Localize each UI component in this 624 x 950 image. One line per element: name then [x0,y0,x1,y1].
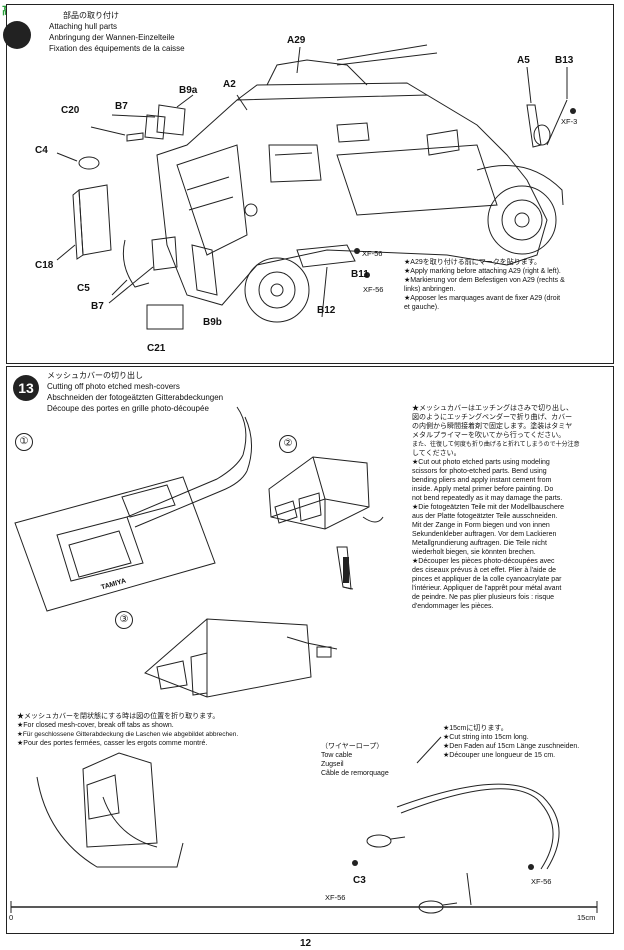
note-line: wiederholt biegen, sie könnten brechen. [412,549,536,556]
note-line: Metallgrundierung auftragen. Die Teile n… [412,540,547,547]
step13-title-en: Cutting off photo etched mesh-covers [47,382,180,391]
note-line: ★Die fotogeätzten Teile mit der Modellba… [412,504,565,511]
note-line: et gauche). [404,304,440,311]
part-label-b7-bottom: B7 [91,301,104,312]
note-line: not bend repeatedly as it may damage the… [412,495,563,502]
note-line: ★15cmに切ります。 [443,725,508,732]
part-label-c4: C4 [35,145,48,156]
armored-car-drawing [56,44,576,330]
note-line: ★Pour des portes fermées, casser les erg… [17,740,208,747]
note-line: ★Für geschlossene Gitterabdeckung die La… [17,731,239,738]
ruler-zero-label: 0 [9,913,14,922]
note-line: の内側から瞬間接着剤で固定します。塗装はタミヤ [412,423,573,430]
note-line: de peindre. Ne pas plier plusieurs fois … [412,594,555,601]
part-label-a29: A29 [287,35,306,46]
note-line: ★メッシュカバーを閉状態にする時は図の位置を折り取ります。 [17,713,220,720]
step13-title-jp: メッシュカバーの切り出し [47,371,143,380]
substep-1-marker: ① [15,433,33,451]
part-label-c18: C18 [35,260,54,271]
note-line: Tow cable [321,752,353,759]
note-line: pinces et appliquer de la colle cyanoacr… [412,576,562,583]
paint-xf56-b: XF-56 [363,285,384,294]
note-line: してください。 [412,450,461,457]
step12-panel: 部品の取り付け Attaching hull parts Anbringung … [3,4,614,364]
part-label-c5: C5 [77,283,90,294]
note-line: また、往復して何度も折り曲げると折れてしまうので十分注意 [412,442,580,448]
note-line: Mit der Zange in Form biegen und von inn… [412,522,550,529]
note-line: Câble de remorquage [321,770,389,777]
note-line: bending pliers and apply instant cement … [412,477,552,484]
step12-number-badge [3,21,31,49]
paint-xf3: XF-3 [561,117,578,126]
paint-xf56-d: XF-56 [531,877,552,886]
part-label-c20: C20 [61,105,80,116]
paint-xf56-a: XF-56 [362,249,383,258]
step12-title-en: Attaching hull parts [49,22,118,31]
note-line: ★Markierung vor dem Befestigen von A29 (… [404,277,565,284]
step13-title-de: Abschneiden der fotogeätzten Gitterabdec… [47,393,224,402]
note-line: links) anbringen. [404,286,456,293]
note-line: メタルプライマーを吹いてから行ってください。 [412,432,566,439]
part-label-b11: B11 [351,269,369,280]
note-line: ★Découper une longueur de 15 cm. [443,752,556,759]
note-line: ★Apposer les marquages avant de fixer A2… [404,295,561,302]
note-line: l'intérieur. Appliquer de l'apprêt pour … [412,585,562,592]
note-line: ★A29を取り付ける前にマークを貼ります。 [404,259,542,266]
note-line: ★メッシュカバーはエッチングはさみで切り出し、 [412,405,573,412]
mesh-cover-drawings [10,406,598,914]
note-line: （ワイヤーロープ） [321,743,384,750]
step12-title-fr: Fixation des équipements de la caisse [49,44,185,53]
part-label-b12: B12 [317,305,336,316]
note-line: ★Cut out photo etched parts using modeli… [412,459,550,466]
ruler-15cm-label: 15cm [577,913,596,922]
substep-2-marker: ② [279,435,297,453]
part-label-b13: B13 [555,55,574,66]
part-label-a5: A5 [517,55,530,66]
note-line: ★Den Faden auf 15cm Länge zuschneiden. [443,743,580,750]
part-label-c21: C21 [147,343,166,354]
page-number: 12 [300,938,312,949]
part-label-a2: A2 [223,79,236,90]
note-line: ★Découper les pièces photo-découpées ave… [412,558,555,565]
part-label-c3: C3 [353,875,366,886]
part-label-b7-top: B7 [115,101,128,112]
note-line: Sekundenkleber auftragen. Vor dem Lackie… [412,531,557,538]
step13-title-fr: Découpe des portes en grille photo-décou… [47,404,209,413]
note-line: des ciseaux prévus à cet effet. Plier à … [412,567,557,574]
note-line: scissors for photo-etched parts. Bend us… [412,468,547,475]
note-line: ★Apply marking before attaching A29 (rig… [404,268,561,275]
note-line: aus der Platte fotogeätzter Teile aussch… [412,513,558,520]
note-line: Zugseil [321,761,344,768]
step13-panel: 13 メッシュカバーの切り出し Cutting off photo etched… [6,366,614,934]
step13-number-badge: 13 [13,375,39,401]
paint-xf56-c: XF-56 [325,893,346,902]
substep-3-marker: ③ [115,611,133,629]
note-line: d'endommager les pièces. [412,603,494,610]
step12-title-jp: 部品の取り付け [63,11,119,20]
note-line: ★For closed mesh-cover, break off tabs a… [17,722,174,729]
note-line: ★Cut string into 15cm long. [443,734,529,741]
part-label-b9b: B9b [203,317,222,328]
note-line: 図のようにエッチングベンダーで折り曲げ、カバー [412,414,573,421]
step12-title-de: Anbringung der Wannen-Einzelteile [49,33,175,42]
part-label-b9a: B9a [179,85,198,96]
note-line: inside. Apply metal primer before painti… [412,486,554,493]
